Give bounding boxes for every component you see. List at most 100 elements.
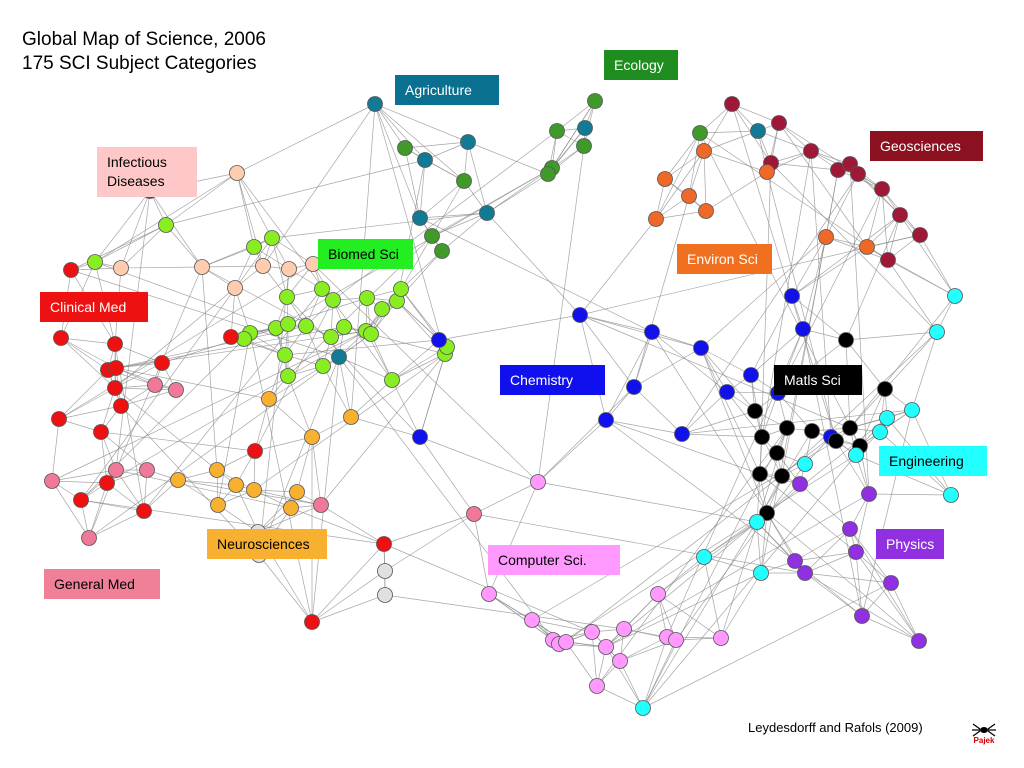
node-genmed[interactable] (108, 462, 124, 478)
node-environ[interactable] (818, 229, 834, 245)
node-biomed[interactable] (264, 230, 280, 246)
node-geosciences[interactable] (892, 207, 908, 223)
node-engineering[interactable] (947, 288, 963, 304)
node-engineering[interactable] (848, 447, 864, 463)
node-biomed[interactable] (384, 372, 400, 388)
node-chemistry[interactable] (431, 332, 447, 348)
node-chemistry[interactable] (743, 367, 759, 383)
node-unassigned[interactable] (377, 587, 393, 603)
node-engineering[interactable] (879, 410, 895, 426)
node-physics[interactable] (842, 521, 858, 537)
node-neuro[interactable] (261, 391, 277, 407)
node-chemistry[interactable] (795, 321, 811, 337)
node-neuro[interactable] (246, 482, 262, 498)
node-engineering[interactable] (929, 324, 945, 340)
node-matls[interactable] (759, 505, 775, 521)
node-biomed[interactable] (314, 281, 330, 297)
node-genmed[interactable] (168, 382, 184, 398)
node-genmed[interactable] (147, 377, 163, 393)
node-clinical[interactable] (223, 329, 239, 345)
node-matls[interactable] (779, 420, 795, 436)
node-infectious[interactable] (281, 261, 297, 277)
node-chemistry[interactable] (693, 340, 709, 356)
node-matls[interactable] (747, 403, 763, 419)
node-chemistry[interactable] (644, 324, 660, 340)
node-compsci[interactable] (481, 586, 497, 602)
node-physics[interactable] (848, 544, 864, 560)
node-biomed[interactable] (336, 319, 352, 335)
node-matls[interactable] (877, 381, 893, 397)
node-infectious[interactable] (227, 280, 243, 296)
node-biomed[interactable] (359, 290, 375, 306)
node-clinical[interactable] (113, 398, 129, 414)
node-biomed[interactable] (374, 301, 390, 317)
node-clinical[interactable] (63, 262, 79, 278)
node-clinical[interactable] (73, 492, 89, 508)
node-compsci[interactable] (612, 653, 628, 669)
node-genmed[interactable] (44, 473, 60, 489)
node-agriculture[interactable] (412, 210, 428, 226)
node-infectious[interactable] (194, 259, 210, 275)
node-neuro[interactable] (210, 497, 226, 513)
node-physics[interactable] (883, 575, 899, 591)
node-chemistry[interactable] (412, 429, 428, 445)
node-infectious[interactable] (229, 165, 245, 181)
node-chemistry[interactable] (572, 307, 588, 323)
node-engineering[interactable] (696, 549, 712, 565)
node-engineering[interactable] (904, 402, 920, 418)
node-clinical[interactable] (247, 443, 263, 459)
node-geosciences[interactable] (880, 252, 896, 268)
node-physics[interactable] (854, 608, 870, 624)
node-biomed[interactable] (298, 318, 314, 334)
node-genmed[interactable] (313, 497, 329, 513)
node-compsci[interactable] (668, 632, 684, 648)
node-neuro[interactable] (343, 409, 359, 425)
node-infectious[interactable] (255, 258, 271, 274)
node-geosciences[interactable] (850, 166, 866, 182)
node-chemistry[interactable] (626, 379, 642, 395)
node-neuro[interactable] (304, 429, 320, 445)
node-engineering[interactable] (872, 424, 888, 440)
node-agriculture[interactable] (417, 152, 433, 168)
node-genmed[interactable] (81, 530, 97, 546)
node-ecology[interactable] (456, 173, 472, 189)
node-ecology[interactable] (549, 123, 565, 139)
node-compsci[interactable] (524, 612, 540, 628)
node-biomed[interactable] (323, 329, 339, 345)
node-compsci[interactable] (558, 634, 574, 650)
node-neuro[interactable] (289, 484, 305, 500)
node-compsci[interactable] (616, 621, 632, 637)
node-environ[interactable] (696, 143, 712, 159)
node-clinical[interactable] (53, 330, 69, 346)
node-ecology[interactable] (434, 243, 450, 259)
node-genmed[interactable] (139, 462, 155, 478)
node-biomed[interactable] (279, 289, 295, 305)
node-ecology[interactable] (587, 93, 603, 109)
node-biomed[interactable] (280, 368, 296, 384)
node-ecology[interactable] (692, 125, 708, 141)
node-ecology[interactable] (424, 228, 440, 244)
node-neuro[interactable] (209, 462, 225, 478)
node-physics[interactable] (861, 486, 877, 502)
node-biomed[interactable] (277, 347, 293, 363)
node-clinical[interactable] (136, 503, 152, 519)
node-infectious[interactable] (113, 260, 129, 276)
node-biomed[interactable] (280, 316, 296, 332)
node-environ[interactable] (859, 239, 875, 255)
node-biomed[interactable] (246, 239, 262, 255)
node-ecology[interactable] (576, 138, 592, 154)
node-environ[interactable] (648, 211, 664, 227)
node-matls[interactable] (769, 445, 785, 461)
node-biomed[interactable] (325, 292, 341, 308)
node-chemistry[interactable] (598, 412, 614, 428)
node-physics[interactable] (911, 633, 927, 649)
node-agriculture[interactable] (479, 205, 495, 221)
node-engineering[interactable] (797, 456, 813, 472)
node-chemistry[interactable] (719, 384, 735, 400)
node-physics[interactable] (792, 476, 808, 492)
node-clinical[interactable] (376, 536, 392, 552)
node-ecology[interactable] (397, 140, 413, 156)
node-geosciences[interactable] (803, 143, 819, 159)
node-biomed[interactable] (393, 281, 409, 297)
node-clinical[interactable] (107, 380, 123, 396)
